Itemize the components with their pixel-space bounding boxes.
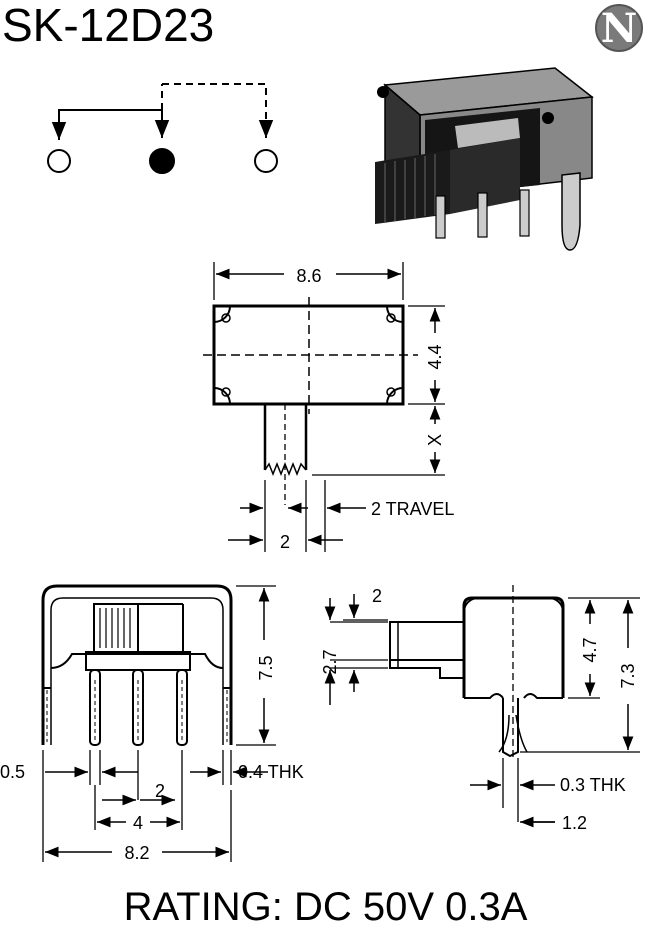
dim-side-pin-thickness: 0.3 THK xyxy=(560,775,626,795)
dim-travel: 2 TRAVEL xyxy=(371,499,454,519)
manufacturer-logo: N xyxy=(595,4,643,52)
dim-pin-thickness: 0.4 THK xyxy=(238,762,304,782)
top-view xyxy=(203,262,445,552)
logo-letter: N xyxy=(601,5,638,52)
rating-text: RATING: DC 50V 0.3A xyxy=(123,885,528,929)
part-number-title: SK-12D23 xyxy=(2,0,215,51)
front-view xyxy=(41,584,276,862)
dim-front-height: 7.5 xyxy=(256,655,276,680)
dim-side-pin-offset: 1.2 xyxy=(562,813,587,833)
switch-schematic xyxy=(47,83,278,174)
product-photo xyxy=(375,67,594,251)
dim-knob-width: 2 xyxy=(280,532,290,552)
dim-side-knob-height: 2.7 xyxy=(320,649,340,674)
side-view xyxy=(324,585,640,828)
dim-pin-width: 0.5 xyxy=(0,762,25,782)
dim-top-height: 4.4 xyxy=(425,344,445,369)
dim-knob-extension: X xyxy=(425,434,445,446)
dim-side-top-offset: 2 xyxy=(372,586,382,606)
dim-side-total-height: 7.3 xyxy=(618,663,638,688)
dim-pin-pitch: 2 xyxy=(155,781,165,801)
dim-top-width: 8.6 xyxy=(296,266,321,286)
dim-overall-width: 8.2 xyxy=(124,843,149,863)
dim-side-body-height: 4.7 xyxy=(580,637,600,662)
dim-pin-span: 4 xyxy=(133,813,143,833)
